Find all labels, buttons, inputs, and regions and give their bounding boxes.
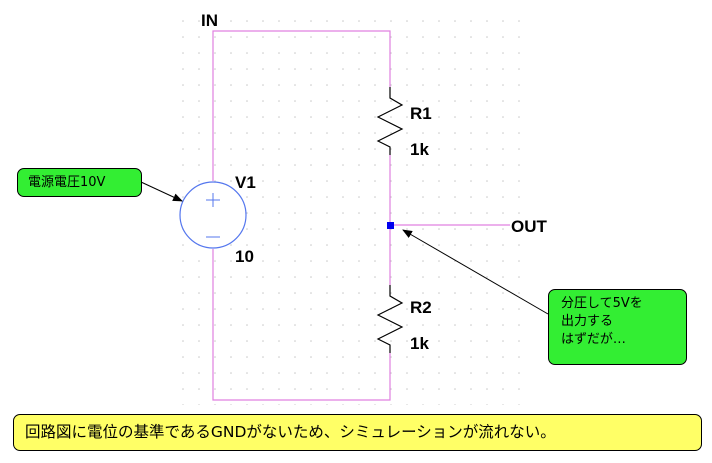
wires [212, 30, 510, 401]
r2-ref-label: R2 [410, 298, 432, 317]
wire-return [212, 249, 391, 401]
source-voltage-callout: 電源電圧10V [17, 168, 142, 197]
net-label-out: OUT [511, 217, 548, 236]
output-callout-arrow [402, 229, 549, 315]
output-callout-line-3: はずだが… [561, 332, 626, 347]
resistor-r1-symbol [376, 87, 404, 155]
output-callout-line-1: 分圧して5Vを [561, 296, 643, 311]
net-label-in: IN [201, 11, 218, 30]
source-callout-text: 電源電圧10V [28, 175, 106, 190]
r1-ref-label: R1 [410, 104, 432, 123]
output-voltage-callout: 分圧して5Vを 出力する はずだが… [548, 289, 687, 365]
voltage-source-circle [179, 181, 247, 249]
resistor-r2-symbol [376, 285, 404, 353]
r1-value-label: 1k [410, 140, 429, 159]
output-callout-line-2: 出力する [561, 314, 614, 329]
resistor-r2 [376, 285, 404, 353]
resistor-r1 [376, 87, 404, 155]
r2-value-label: 1k [410, 334, 429, 353]
v1-ref-label: V1 [235, 173, 256, 192]
v1-value-label: 10 [235, 247, 254, 266]
voltage-source-v1 [179, 181, 247, 249]
source-callout-arrow [140, 181, 183, 202]
plus-icon [206, 193, 220, 207]
wire-in [212, 30, 391, 181]
output-node [387, 222, 394, 229]
gnd-missing-notice: 回路図に電位の基準であるGNDがないため、シミュレーションが流れない。 [13, 414, 702, 451]
